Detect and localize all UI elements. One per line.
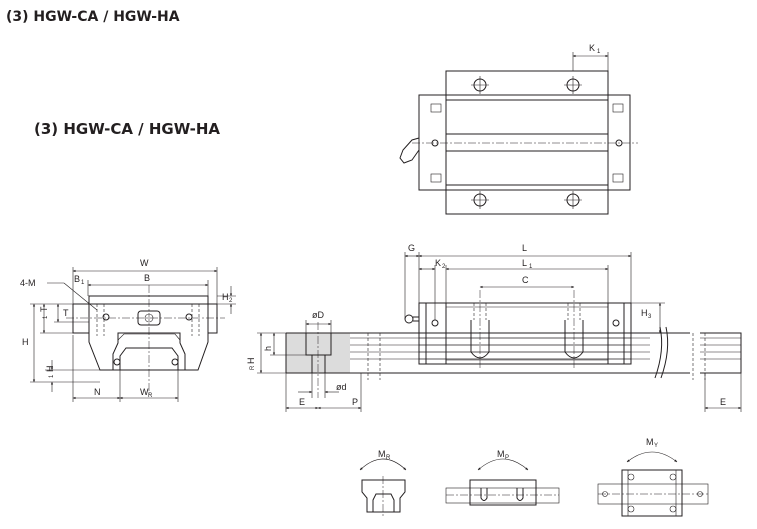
dim-e-right: E [720, 397, 726, 407]
dim-t1: T [39, 306, 49, 312]
dim-w: W [140, 258, 149, 268]
dim-l: L [522, 243, 527, 253]
dim-h3-sub: 3 [648, 314, 652, 320]
dim-h1: H [45, 366, 55, 373]
dim-wr: W [140, 387, 149, 397]
moment-mr-icon [359, 458, 407, 518]
dim-hr-sub: R [250, 365, 256, 370]
label-mr-sub: R [386, 455, 391, 461]
moment-mp-icon [445, 458, 560, 506]
label-mp-sub: P [505, 455, 509, 461]
label-my-sub: Y [654, 443, 658, 449]
dim-e-left: E [299, 397, 305, 407]
dim-h-small: h [263, 346, 273, 351]
dim-h2: H [222, 292, 229, 302]
dim-b: B [144, 273, 150, 283]
dim-4m: 4-M [20, 278, 36, 288]
top-view-drawing [399, 52, 638, 215]
dim-h1-sub: 1 [49, 374, 55, 378]
dim-l1: L [522, 258, 527, 268]
top-title: (3) HGW-CA / HGW-HA [6, 9, 180, 25]
dim-h2-sub: 2 [229, 298, 233, 304]
dim-k1-sub: 1 [597, 49, 601, 55]
moment-my-icon [597, 451, 709, 517]
front-view-drawing [30, 267, 236, 402]
dim-n: N [94, 387, 101, 397]
side-view-drawing [257, 252, 742, 412]
label-mp: M [497, 449, 505, 459]
dim-phi-d-lower: ød [336, 382, 347, 392]
dim-b1-sub: 1 [81, 280, 85, 286]
dim-t: T [63, 308, 69, 318]
dim-h: H [22, 337, 29, 347]
dim-g: G [408, 243, 415, 253]
dim-t1-sub: 1 [43, 315, 49, 319]
dim-b1: B [74, 274, 80, 284]
dim-k2-sub: 2 [442, 264, 446, 270]
dim-k2: K [435, 258, 441, 268]
section-title: (3) HGW-CA / HGW-HA [34, 120, 220, 138]
dim-l1-sub: 1 [529, 264, 533, 270]
dim-p: P [352, 397, 358, 407]
label-my: M [646, 437, 654, 447]
label-mr: M [378, 449, 386, 459]
dim-k1: K [589, 43, 595, 53]
dim-h3: H [641, 308, 648, 318]
dim-hr: H [246, 358, 256, 365]
dim-wr-sub: R [148, 393, 153, 399]
dim-phi-d-upper: øD [312, 310, 324, 320]
dim-c: C [522, 275, 529, 285]
